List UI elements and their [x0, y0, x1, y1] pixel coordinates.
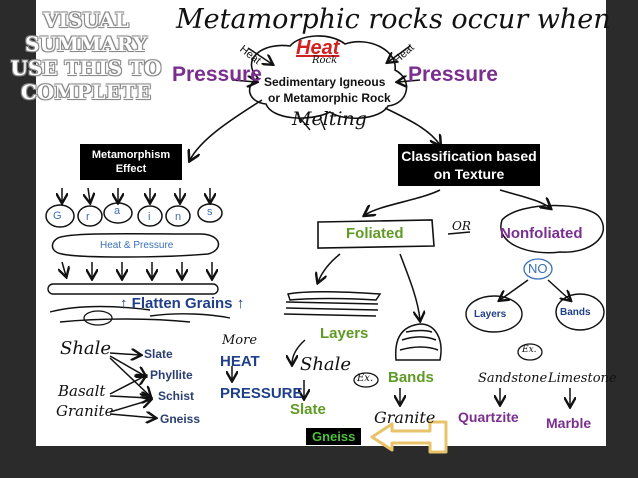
product-schist: Schist	[158, 389, 195, 403]
side-title-line: COMPLETE	[21, 80, 151, 104]
side-title-line: VISUAL	[43, 8, 129, 32]
parent-rock-granite: Granite	[56, 402, 114, 420]
arrow-to-effect	[190, 99, 263, 160]
product-gneiss: Gneiss	[160, 412, 201, 426]
granite-label: Granite	[374, 408, 436, 427]
pressure-left-label: Pressure	[172, 63, 262, 86]
bands-mound	[394, 323, 442, 361]
bands-small-circle	[555, 293, 605, 331]
ex-small-label: Ex.	[522, 345, 537, 355]
parent-rock-basalt: Basalt	[58, 382, 106, 400]
or-label: OR	[452, 219, 471, 233]
nonfoliated-blob	[500, 204, 604, 254]
product-phyllite: Phyllite	[150, 368, 193, 382]
rock-product-arrows	[109, 353, 155, 418]
bands-small-label: Bands	[560, 307, 591, 318]
gneiss-highlight: Gneiss	[306, 428, 362, 445]
grain-down-arrows	[62, 187, 210, 202]
no-label: NO	[528, 261, 548, 276]
pressure-arrow-right	[398, 80, 421, 82]
pressure-caps-label: PRESSURE	[220, 385, 303, 402]
rock-label-line2: or Metamorphic Rock	[268, 91, 391, 105]
parent-rock-shale: Shale	[60, 338, 112, 359]
melting-label: Melting	[292, 108, 367, 130]
grain-letter: r	[86, 211, 90, 223]
heat-caps-label: HEAT	[220, 353, 260, 370]
layers-label: Layers	[320, 325, 369, 342]
slate-label: Slate	[290, 401, 326, 418]
layers-stack	[283, 290, 382, 317]
metamorphism-effect-box: Metamorphism Effect	[80, 144, 182, 180]
side-title: VISUAL SUMMARY USE THIS TO COMPLETE	[6, 8, 166, 104]
shale-label: Shale	[300, 354, 352, 375]
flatten-grains-label: ↑ Flatten Grains ↑	[120, 295, 245, 312]
heat-pressure-band	[51, 232, 220, 258]
limestone-label: Limestone	[548, 371, 617, 386]
rock-label-line1: Sedimentary Igneous	[264, 75, 386, 89]
heat-arrow-right	[388, 45, 411, 62]
side-title-line: SUMMARY	[25, 32, 147, 56]
grain-letter: s	[207, 206, 213, 218]
marble-label: Marble	[546, 415, 592, 431]
grain-letter: n	[175, 211, 182, 223]
rock-note: Rock	[312, 55, 338, 66]
flattened-grains	[47, 283, 231, 323]
heat-pressure-label: Heat & Pressure	[100, 240, 174, 251]
grain-letter: G	[53, 210, 62, 222]
foliated-box	[317, 219, 435, 249]
layers-small-label: Layers	[474, 309, 507, 320]
bands-label: Bands	[388, 369, 434, 386]
classification-box: Classification based on Texture	[398, 144, 540, 186]
heat-label: Heat	[296, 37, 340, 59]
layers-small-circle	[465, 295, 523, 333]
heat-arrow-left	[247, 47, 272, 64]
ex-label: Ex.	[357, 373, 374, 384]
grain-letter: a	[114, 205, 121, 217]
handwritten-heading: Metamorphic rocks occur when	[176, 4, 611, 35]
nonfoliated-label: Nonfoliated	[500, 225, 583, 242]
sandstone-label: Sandstone	[478, 371, 548, 386]
pressure-right-label: Pressure	[408, 63, 498, 86]
gneiss-pointer-arrow	[370, 420, 448, 454]
foliated-label: Foliated	[346, 225, 404, 242]
quartzite-label: Quartzite	[458, 409, 519, 425]
more-label: More	[222, 333, 258, 348]
grain-ovals	[45, 202, 223, 228]
side-title-line: USE THIS TO	[10, 56, 162, 80]
grain-letter: i	[148, 211, 151, 223]
worksheet-board	[36, 0, 606, 446]
pressure-arrow-left	[231, 80, 256, 82]
product-slate: Slate	[144, 347, 173, 361]
arrow-to-classification	[384, 107, 440, 145]
